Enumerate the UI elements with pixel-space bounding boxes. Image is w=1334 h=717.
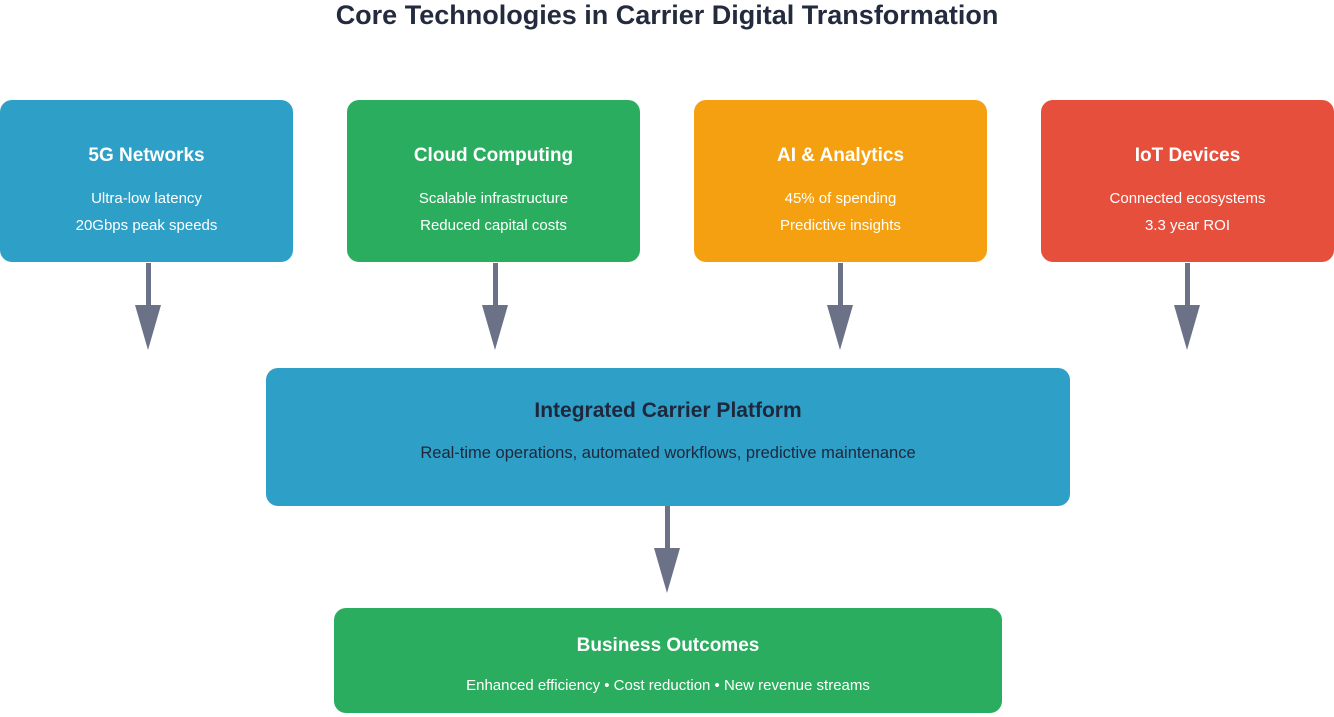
arrow-head <box>135 305 161 350</box>
arrow-down-icon <box>135 263 161 350</box>
tech-box-body: Scalable infrastructure Reduced capital … <box>347 185 640 239</box>
tech-box-5g-networks: 5G Networks Ultra-low latency 20Gbps pea… <box>0 100 293 262</box>
arrow-stem <box>1184 263 1190 305</box>
arrow-stem <box>492 263 498 305</box>
arrow-stem <box>664 506 670 548</box>
arrow-down-icon <box>827 263 853 350</box>
tech-box-line: 20Gbps peak speeds <box>75 217 218 234</box>
tech-box-line: Predictive insights <box>780 217 901 234</box>
tech-box-line: 3.3 year ROI <box>1144 217 1231 234</box>
arrow-head <box>827 305 853 350</box>
tech-box-ai-analytics: AI & Analytics 45% of spending Predictiv… <box>694 100 987 262</box>
tech-box-line: 45% of spending <box>784 190 897 207</box>
arrow-head <box>1174 305 1200 350</box>
tech-box-body: Connected ecosystems 3.3 year ROI <box>1041 185 1334 239</box>
outcomes-box-subtitle: Enhanced efficiency • Cost reduction • N… <box>466 677 870 694</box>
tech-box-body: Ultra-low latency 20Gbps peak speeds <box>0 185 293 239</box>
tech-box-title: AI & Analytics <box>776 145 905 166</box>
tech-box-line: Connected ecosystems <box>1109 190 1266 207</box>
tech-box-line: Scalable infrastructure <box>418 190 569 207</box>
tech-box-body: 45% of spending Predictive insights <box>694 185 987 239</box>
tech-box-cloud-computing: Cloud Computing Scalable infrastructure … <box>347 100 640 262</box>
tech-box-line: Reduced capital costs <box>420 217 567 234</box>
tech-box-iot-devices: IoT Devices Connected ecosystems 3.3 yea… <box>1041 100 1334 262</box>
diagram-title: Core Technologies in Carrier Digital Tra… <box>335 0 999 30</box>
outcomes-box-title: Business Outcomes <box>576 635 760 656</box>
platform-box-title: Integrated Carrier Platform <box>534 399 802 422</box>
tech-box-title: Cloud Computing <box>413 145 574 166</box>
tech-box-line: Ultra-low latency <box>91 190 202 207</box>
arrow-stem <box>145 263 151 305</box>
arrow-down-icon <box>482 263 508 350</box>
arrow-down-icon <box>654 506 680 593</box>
tech-box-title: IoT Devices <box>1134 145 1241 166</box>
arrow-stem <box>837 263 843 305</box>
platform-box-subtitle: Real-time operations, automated workflow… <box>420 444 916 462</box>
arrow-head <box>482 305 508 350</box>
arrow-head <box>654 548 680 593</box>
tech-box-title: 5G Networks <box>88 145 205 166</box>
platform-box: Integrated Carrier Platform Real-time op… <box>266 368 1070 506</box>
outcomes-box: Business Outcomes Enhanced efficiency • … <box>334 608 1002 713</box>
arrow-down-icon <box>1174 263 1200 350</box>
